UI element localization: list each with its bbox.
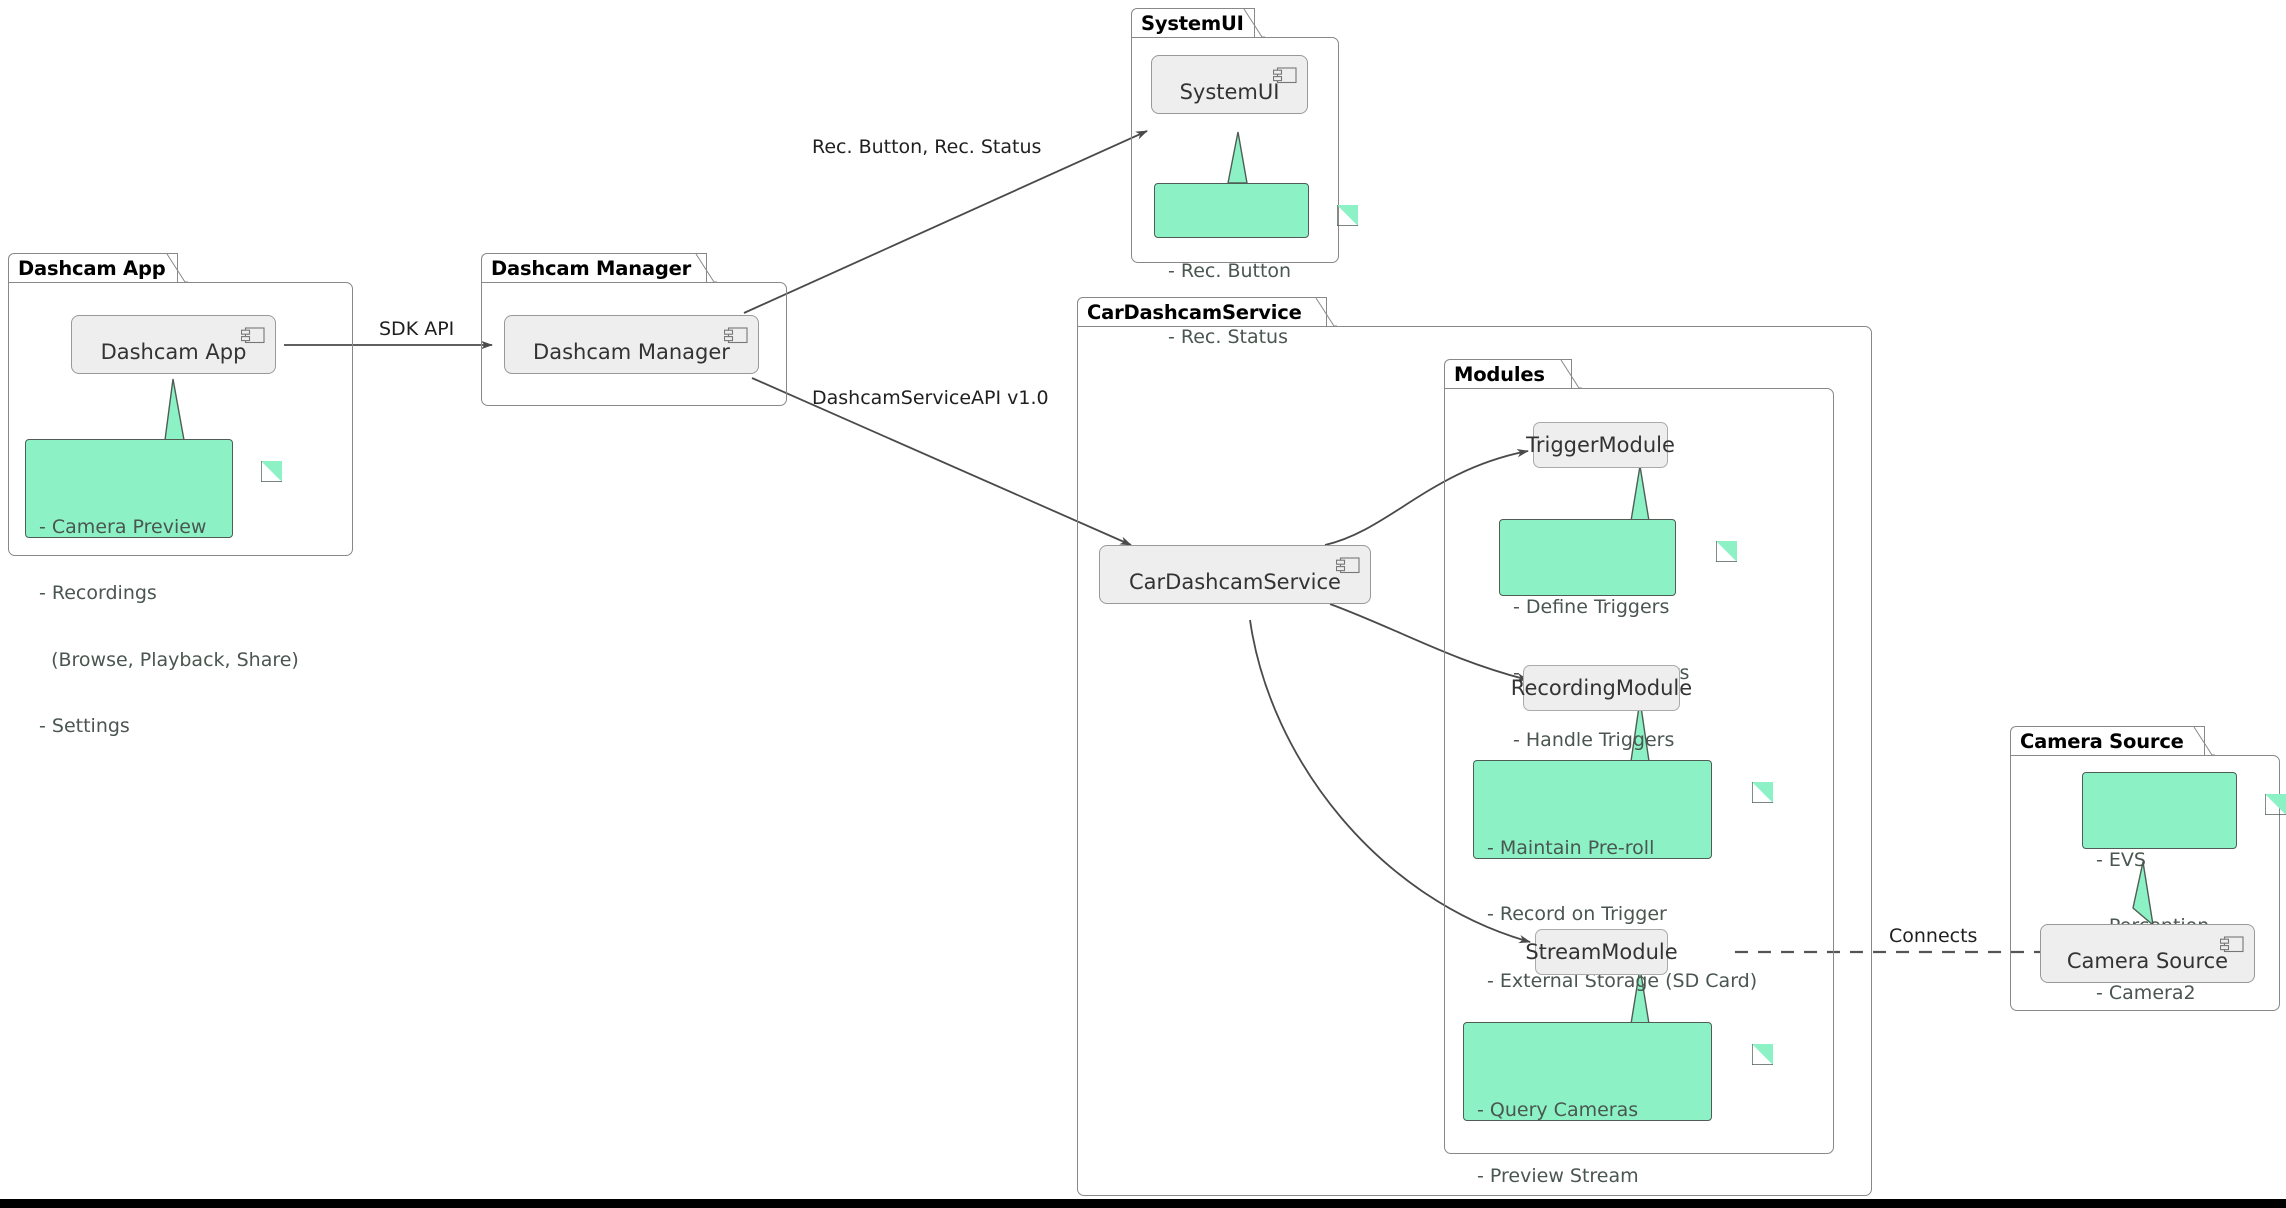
package-system-ui: SystemUI SystemUI - Rec. [1131, 8, 1359, 348]
note-line: - Rec. Button [1168, 259, 1292, 282]
note-line: - Define Triggers [1513, 595, 1670, 618]
note-line: - Handle Triggers [1513, 728, 1675, 751]
package-tab-slant [695, 253, 717, 283]
component-label: CarDashcamService [1129, 570, 1341, 594]
component-label: TriggerModule [1526, 432, 1675, 457]
package-tab-slant [1560, 359, 1582, 389]
package-title-car-dashcam-service: CarDashcamService [1087, 300, 1302, 324]
package-car-dashcam-service: CarDashcamService CarDashcamService Modu… [1077, 297, 1872, 1196]
component-camera-source[interactable]: Camera Source [2040, 924, 2255, 983]
note-line: - Record on Trigger [1487, 903, 1667, 926]
note-line: - Maintain Pre-roll [1487, 836, 1655, 859]
note-fold-icon [1656, 519, 1738, 563]
note-fold-icon [213, 439, 283, 483]
package-camera-source: Camera Source - EVS - Perception - Camer… [2010, 726, 2286, 1011]
package-dashcam-manager: Dashcam Manager Dashcam Manager [481, 253, 787, 406]
package-tab-slant [166, 253, 188, 283]
note-dashcam-app: - Camera Preview - Recordings (Browse, P… [25, 439, 299, 737]
package-tab-car-dashcam-service: CarDashcamService [1077, 297, 1327, 327]
edge-label-dashcam-service-api: DashcamServiceAPI v1.0 [812, 387, 1049, 409]
package-modules: Modules TriggerModule - Define Triggers … [1444, 359, 1834, 1187]
package-title-dashcam-app: Dashcam App [18, 256, 166, 280]
package-dashcam-app: Dashcam App Dashcam App - [8, 253, 353, 737]
bottom-bar [0, 1199, 2286, 1208]
component-car-dashcam-service[interactable]: CarDashcamService [1099, 545, 1371, 604]
package-title-camera-source: Camera Source [2020, 729, 2184, 753]
package-tab-system-ui: SystemUI [1131, 8, 1255, 38]
note-trigger-module: - Define Triggers - Listen to Triggers -… [1499, 519, 1738, 751]
component-label: SystemUI [1179, 80, 1280, 104]
note-line: - Query Cameras [1477, 1098, 1639, 1121]
note-stream-module: - Query Cameras - Preview Stream - Snaps… [1463, 1022, 1774, 1187]
package-title-modules: Modules [1454, 362, 1545, 386]
package-body-modules [1444, 388, 1834, 1154]
note-line: - Recordings [39, 582, 157, 605]
component-system-ui[interactable]: SystemUI [1151, 55, 1308, 114]
component-icon [723, 325, 748, 344]
component-dashcam-manager[interactable]: Dashcam Manager [504, 315, 759, 374]
package-tab-modules: Modules [1444, 359, 1572, 389]
package-tab-slant [1243, 8, 1265, 38]
note-recording-module: - Maintain Pre-roll - Record on Trigger … [1473, 760, 1774, 1058]
package-title-system-ui: SystemUI [1141, 11, 1244, 35]
package-body-camera-source [2010, 755, 2280, 1011]
component-trigger-module[interactable]: TriggerModule [1526, 422, 1675, 468]
edge-rec-button-status [743, 130, 1148, 314]
component-label: Dashcam App [100, 340, 247, 364]
package-body-dashcam-manager [481, 282, 787, 406]
package-tab-camera-source: Camera Source [2010, 726, 2205, 756]
package-body-dashcam-app [8, 282, 353, 556]
component-icon [2219, 934, 2244, 953]
package-tab-slant [2193, 726, 2215, 756]
note-line: - Camera Preview [39, 515, 207, 538]
component-label: Camera Source [2066, 949, 2229, 973]
component-icon [240, 325, 265, 344]
package-title-dashcam-manager: Dashcam Manager [491, 256, 692, 280]
note-line: - Rec. Status [1168, 326, 1289, 349]
component-label: Dashcam Manager [533, 340, 730, 364]
component-label: StreamModule [1525, 939, 1678, 964]
component-stream-module[interactable]: StreamModule [1525, 929, 1678, 975]
note-line: (Browse, Playback, Share) [39, 648, 299, 671]
note-fold-icon [1692, 760, 1774, 804]
note-line: - Camera2 [2096, 981, 2196, 1004]
edge-label-sdk-api: SDK API [379, 318, 455, 340]
edge-label-connects: Connects [1889, 925, 1978, 947]
package-tab-dashcam-manager: Dashcam Manager [481, 253, 707, 283]
component-icon [1335, 555, 1360, 574]
note-system-ui: - Rec. Button - Rec. Status [1154, 183, 1359, 348]
note-camera-source: - EVS - Perception - Camera2 [2082, 772, 2286, 1004]
package-tab-slant [1315, 297, 1337, 327]
note-line: - EVS [2096, 848, 2146, 871]
note-fold-icon [1289, 183, 1359, 227]
package-body-car-dashcam-service [1077, 326, 1872, 1196]
component-dashcam-app[interactable]: Dashcam App [71, 315, 276, 374]
note-line: - Settings [39, 715, 130, 738]
note-fold-icon [2217, 772, 2286, 816]
note-line: - External Storage (SD Card) [1487, 969, 1758, 992]
edge-label-rec-button-status: Rec. Button, Rec. Status [812, 136, 1042, 158]
component-recording-module[interactable]: RecordingModule [1511, 665, 1692, 711]
component-label: RecordingModule [1510, 675, 1693, 700]
package-body-system-ui [1131, 37, 1339, 263]
note-line: - Preview Stream [1477, 1165, 1639, 1188]
component-icon [1272, 65, 1297, 84]
package-tab-dashcam-app: Dashcam App [8, 253, 178, 283]
note-fold-icon [1692, 1022, 1774, 1066]
